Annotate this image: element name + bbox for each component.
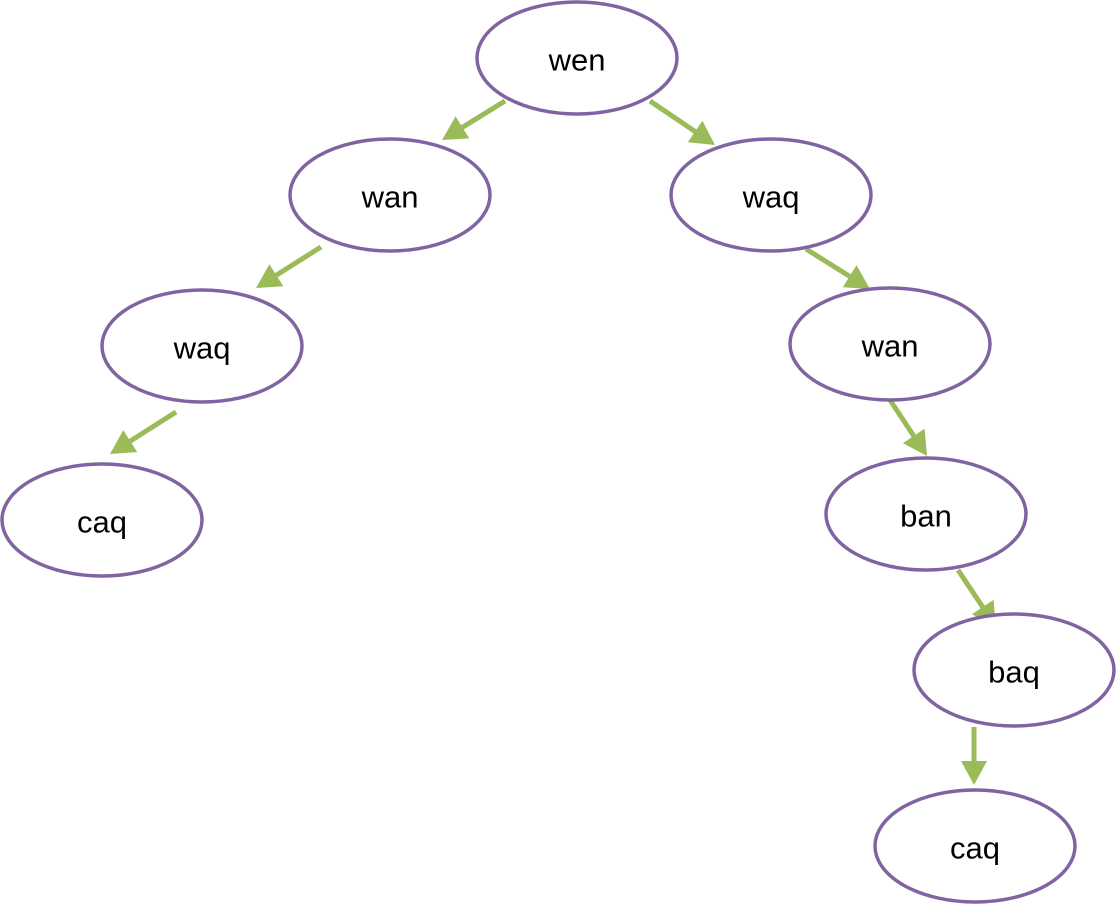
arrowhead xyxy=(442,116,470,140)
edge-line xyxy=(273,244,323,279)
node-ellipse xyxy=(912,612,1116,728)
node-label: waq xyxy=(173,331,231,366)
edge-arrow-n6-n7 xyxy=(887,398,927,456)
edge-line xyxy=(127,409,178,445)
edge-line xyxy=(887,398,917,440)
arrowhead xyxy=(961,761,987,785)
edge-line xyxy=(804,246,853,280)
node-label: wan xyxy=(861,329,919,364)
edge-line xyxy=(955,568,986,611)
edge-line xyxy=(459,98,507,131)
node-label: wen xyxy=(548,43,606,78)
node-waq: waq xyxy=(100,288,304,404)
node-baq: baq xyxy=(912,612,1116,728)
node-ellipse xyxy=(475,0,679,116)
node-ellipse xyxy=(873,788,1077,904)
edge-line xyxy=(648,98,699,135)
edge-arrow-n1-n2 xyxy=(442,98,507,140)
edge-arrow-n8-n9 xyxy=(961,727,987,785)
arrowhead xyxy=(902,428,927,456)
edge-arrow-n5-n6 xyxy=(804,246,870,289)
node-label: waq xyxy=(742,180,800,215)
node-waq: waq xyxy=(669,137,873,253)
node-label: wan xyxy=(361,180,419,215)
node-caq: caq xyxy=(0,462,204,578)
node-ellipse xyxy=(824,456,1028,572)
edge-arrow-n2-n3 xyxy=(256,244,323,288)
edge-arrow-n1-n5 xyxy=(648,98,715,145)
node-caq: caq xyxy=(873,788,1077,904)
arrowhead xyxy=(256,264,284,288)
node-wan: wan xyxy=(788,286,992,402)
node-ellipse xyxy=(788,286,992,402)
node-label: caq xyxy=(77,505,127,540)
arrowhead xyxy=(687,120,715,145)
node-wan: wan xyxy=(288,137,492,253)
node-label: baq xyxy=(988,655,1040,690)
arrowhead xyxy=(110,430,138,454)
node-label: caq xyxy=(950,831,1000,866)
node-wen: wen xyxy=(475,0,679,116)
node-ban: ban xyxy=(824,456,1028,572)
arrowhead xyxy=(842,265,870,289)
node-label: ban xyxy=(900,499,952,534)
edge-arrow-n3-n4 xyxy=(110,409,178,454)
node-ellipse xyxy=(0,462,204,578)
node-ellipse xyxy=(288,137,492,253)
node-ellipse xyxy=(669,137,873,253)
node-ellipse xyxy=(100,288,304,404)
